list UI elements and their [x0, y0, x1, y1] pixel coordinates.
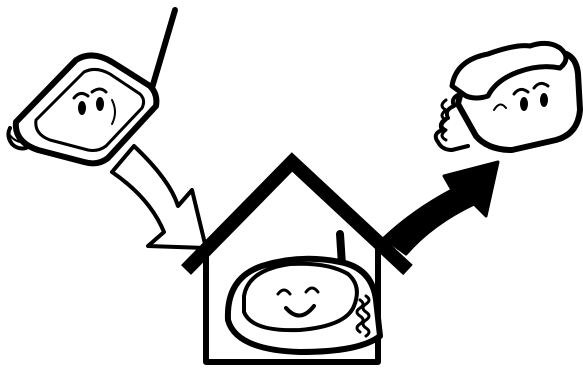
cordless-handset-icon	[8, 10, 175, 163]
corded-phone-icon	[436, 43, 580, 150]
outgoing-arrow-icon	[384, 162, 498, 254]
incoming-arrow-icon	[112, 146, 206, 248]
